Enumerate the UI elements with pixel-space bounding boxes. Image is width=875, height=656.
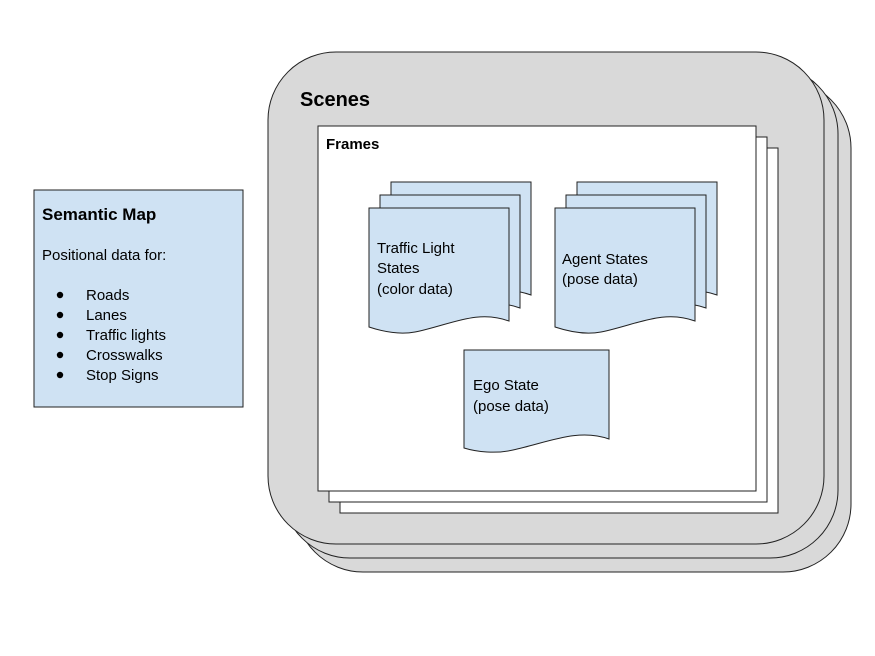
bullet-icon <box>56 371 64 379</box>
semantic-map-panel <box>33 189 244 408</box>
traffic-light-states-doc: Traffic Light States (color data) <box>368 181 532 334</box>
doc-page-front <box>554 207 696 334</box>
doc-page-front <box>368 207 510 334</box>
semantic-map-item-roads: Roads <box>86 287 129 304</box>
semantic-map-item-traffic-lights: Traffic lights <box>86 327 166 344</box>
ego-state-line1: Ego State <box>473 377 539 394</box>
bullet-icon <box>56 311 64 319</box>
ego-state-doc: Ego State (pose data) <box>463 349 610 453</box>
bullet-icon <box>56 331 64 339</box>
semantic-map-item-lanes: Lanes <box>86 307 127 324</box>
semantic-map-title: Semantic Map <box>42 205 156 224</box>
frames-title: Frames <box>326 136 379 153</box>
scenes-title: Scenes <box>300 89 370 111</box>
traffic-light-states-line1: Traffic Light <box>377 240 455 257</box>
agent-states-doc: Agent States (pose data) <box>554 181 718 334</box>
ego-state-line2: (pose data) <box>473 398 549 415</box>
semantic-map-item-crosswalks: Crosswalks <box>86 347 163 364</box>
agent-states-line1: Agent States <box>562 251 648 268</box>
bullet-icon <box>56 291 64 299</box>
doc-page-front <box>463 349 610 453</box>
traffic-light-states-line3: (color data) <box>377 281 453 298</box>
semantic-map-item-stop-signs: Stop Signs <box>86 367 159 384</box>
bullet-icon <box>56 351 64 359</box>
traffic-light-states-line2: States <box>377 260 420 277</box>
agent-states-line2: (pose data) <box>562 271 638 288</box>
semantic-map-subtitle: Positional data for: <box>42 247 166 264</box>
semantic-map-box: Semantic Map Positional data for: Roads … <box>33 189 244 408</box>
